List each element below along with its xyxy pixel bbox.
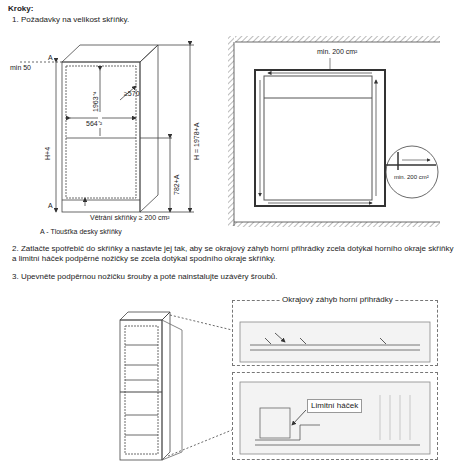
cabinet-drawing: [20, 45, 194, 212]
step-text: 1. Požadavky na velikost skříňky.: [12, 15, 129, 25]
dimension: 1963⁺⁴: [92, 91, 100, 112]
dimension: A: [48, 54, 53, 62]
dimension: 564⁺²: [86, 120, 102, 128]
dimension: H+4: [44, 147, 52, 160]
ventilation-section: [228, 36, 440, 227]
dimension: min 50: [10, 64, 31, 72]
fridge-drawing: [120, 312, 430, 460]
dimension: ≥570: [124, 90, 140, 98]
callout-label: Okrajový záhyb horní přihrádky: [281, 295, 394, 305]
dimension: 782+A: [173, 175, 181, 195]
detail-callout: Okrajový záhyb horní přihrádky: [232, 300, 438, 366]
step-text: 2. Zatlačte spotřebič do skříňky a nasta…: [12, 244, 457, 263]
step-heading: Kroky:: [8, 4, 33, 14]
ventilation-label: min. 200 cm²: [393, 174, 430, 181]
dimension: A: [48, 202, 53, 210]
step-text: 3. Upevněte podpěrnou nožičku šrouby a p…: [12, 272, 457, 282]
ventilation-label: min. 200 cm²: [316, 48, 358, 56]
ventilation-note: Větrání skříňky ≥ 200 cm²: [90, 214, 170, 222]
detail-callout: Limitní háček: [232, 372, 438, 460]
legend-note: A - Tloušťka desky skříňky: [40, 228, 122, 236]
dimension: H = 1978+A: [193, 123, 201, 160]
callout-label: Limitní háček: [307, 399, 362, 413]
